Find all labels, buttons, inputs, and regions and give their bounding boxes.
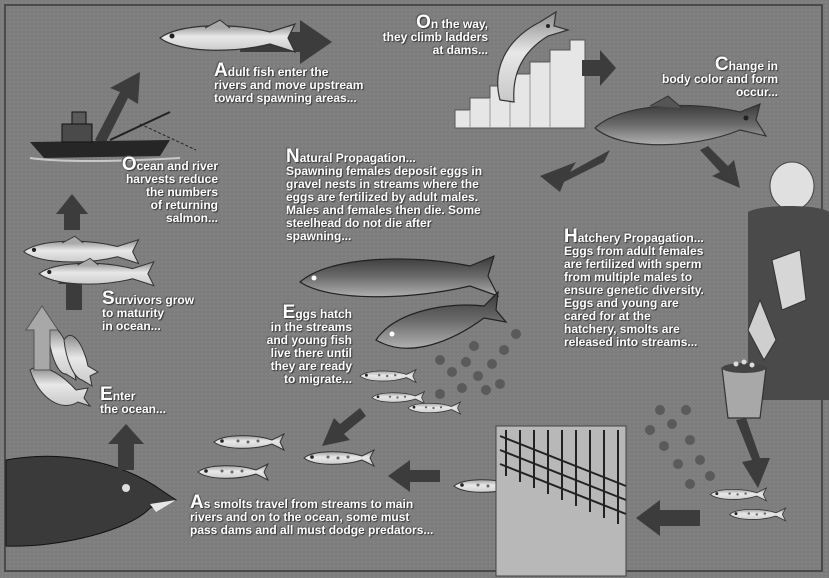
caption-change: Change in body color and form occur... — [628, 58, 778, 99]
arrow-change-to-hatchery — [700, 146, 740, 188]
caption-text: n the way, they climb ladders at dams... — [383, 17, 488, 57]
caption-hatchery-propagation: Hatchery Propagation... Eggs from adult … — [564, 230, 704, 349]
arrow-change-to-natural — [540, 150, 610, 192]
caption-adult-fish: Adult fish enter the rivers and move ups… — [214, 64, 363, 105]
caption-eggs-hatch: Eggs hatch in the streams and young fish… — [226, 306, 352, 386]
hatchery-worker-icon — [748, 162, 829, 400]
dam-grate-icon — [496, 426, 626, 576]
caption-text: cean and river harvests reduce the numbe… — [126, 159, 218, 225]
arrow-enter-ocean-up — [108, 424, 144, 470]
caption-text: dult fish enter the rivers and move upst… — [214, 65, 363, 105]
arrow-ladder-to-change — [582, 50, 616, 86]
caption-ocean-harvest: Ocean and river harvests reduce the numb… — [80, 158, 218, 225]
arrow-eggs-to-smolts — [322, 408, 366, 446]
caption-natural-propagation: Natural Propagation... Spawning females … — [286, 150, 482, 243]
caption-text: urvivors grow to maturity in ocean... — [102, 293, 194, 333]
bucket-icon — [722, 360, 766, 419]
arrow-boat-to-river — [95, 72, 140, 146]
arrow-hatchery-down — [736, 418, 770, 488]
caption-enter-ocean: Enter the ocean... — [100, 388, 166, 416]
caption-survivors: Survivors grow to maturity in ocean... — [102, 292, 194, 333]
caption-text: s smolts travel from streams to main riv… — [190, 497, 433, 537]
survivor-salmon — [24, 236, 154, 285]
caption-text: ggs hatch in the streams and young fish … — [267, 307, 352, 386]
caption-text: atural Propagation... Spawning females d… — [286, 151, 482, 243]
caption-text: atchery Propagation... Eggs from adult f… — [564, 231, 704, 349]
caption-on-the-way: On the way, they climb ladders at dams..… — [352, 16, 488, 57]
caption-smolts: As smolts travel from streams to main ri… — [190, 496, 433, 537]
spawning-salmon-right — [595, 96, 766, 145]
predator-fish-icon — [6, 456, 176, 546]
young-fish-group — [360, 370, 461, 414]
